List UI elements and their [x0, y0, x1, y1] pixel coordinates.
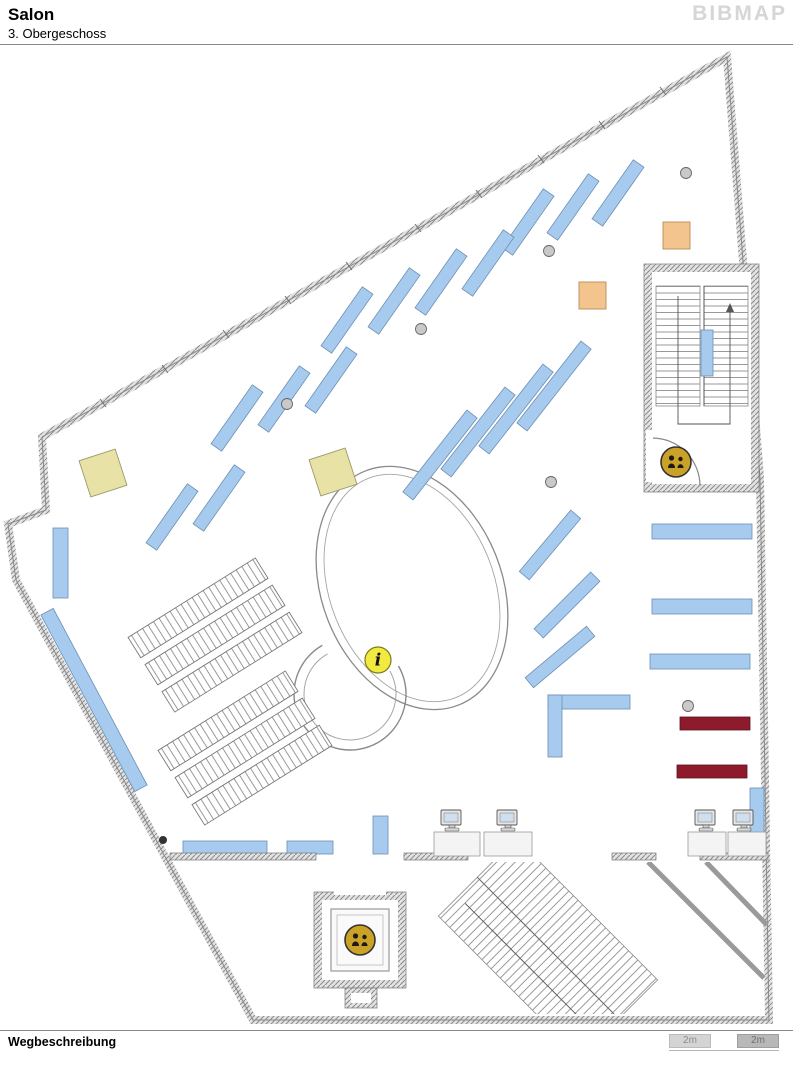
elevator-icon[interactable]	[660, 446, 692, 478]
reading-table	[144, 584, 286, 686]
bookshelf	[461, 229, 515, 297]
bookshelf	[304, 346, 358, 414]
computer-workstations	[433, 809, 767, 857]
route-description-label: Wegbeschreibung	[8, 1035, 117, 1049]
column	[543, 245, 555, 257]
bookshelf	[524, 625, 596, 689]
corridor-wall	[704, 862, 769, 927]
door-point	[159, 836, 167, 844]
beige-cabinet	[308, 447, 358, 497]
reading-tables	[127, 557, 333, 826]
header: Salon 3. Obergeschoss BIBMAP	[0, 0, 793, 45]
bookshelf	[210, 384, 264, 452]
reading-table	[191, 724, 333, 826]
page-title: Salon	[8, 5, 55, 24]
bookshelf	[402, 409, 478, 501]
bookshelf	[533, 571, 601, 639]
reading-table	[161, 611, 303, 713]
reading-table	[157, 670, 299, 772]
beige-cabinet	[78, 448, 128, 498]
red-shelves	[676, 716, 751, 779]
columns	[159, 167, 694, 844]
bookshelf	[182, 840, 268, 855]
bookshelf	[547, 694, 563, 758]
bookshelf	[649, 653, 751, 670]
corridor-wall	[646, 862, 766, 980]
bookshelf	[40, 607, 148, 793]
scale-bar-segment: 2m	[737, 1034, 779, 1048]
reading-table	[174, 697, 316, 799]
reading-table	[127, 557, 269, 659]
bookshelf	[651, 598, 753, 615]
bookshelves	[40, 159, 765, 855]
bookshelf	[372, 815, 389, 855]
elevator-icon[interactable]	[344, 924, 376, 956]
column	[680, 167, 692, 179]
bookshelf	[440, 386, 516, 478]
info-icon[interactable]	[364, 646, 392, 674]
orange-cabinet	[662, 221, 691, 250]
staircase-top-right	[643, 263, 760, 493]
bookshelf	[320, 286, 374, 354]
staircase-bottom	[437, 862, 769, 1014]
scale-bar: 2m 2m	[669, 1034, 779, 1051]
orange-cabinet	[578, 281, 607, 310]
desk	[687, 831, 727, 857]
bookshelf	[546, 173, 600, 241]
red-shelf	[676, 764, 748, 779]
bookshelf	[367, 267, 421, 335]
column	[281, 398, 293, 410]
desk	[483, 831, 533, 857]
bookshelf	[700, 329, 714, 377]
bookshelf	[501, 188, 555, 256]
desk	[727, 831, 767, 857]
bibmap-logo: BIBMAP	[692, 2, 787, 25]
bookshelf	[414, 248, 468, 316]
floor-label: 3. Obergeschoss	[8, 26, 107, 41]
bookshelf	[518, 509, 582, 581]
bookshelf	[145, 483, 199, 551]
column	[415, 323, 427, 335]
bookshelf	[52, 527, 69, 599]
red-shelf	[679, 716, 751, 731]
desk	[433, 831, 481, 857]
bookshelf	[591, 159, 645, 227]
column	[545, 476, 557, 488]
bookshelf	[651, 523, 753, 540]
bookshelf	[192, 464, 246, 532]
info-point[interactable]: i	[364, 646, 392, 674]
scale-bar-segment: 2m	[669, 1034, 711, 1048]
elevator-bottom	[313, 889, 407, 1009]
bookshelf	[478, 363, 554, 455]
bookshelf	[286, 840, 334, 855]
info-glyph: i	[375, 651, 381, 671]
column	[682, 700, 694, 712]
bookshelf	[516, 340, 592, 432]
window-ticks	[99, 86, 667, 408]
footer: Wegbeschreibung 2m 2m	[0, 1030, 793, 1067]
